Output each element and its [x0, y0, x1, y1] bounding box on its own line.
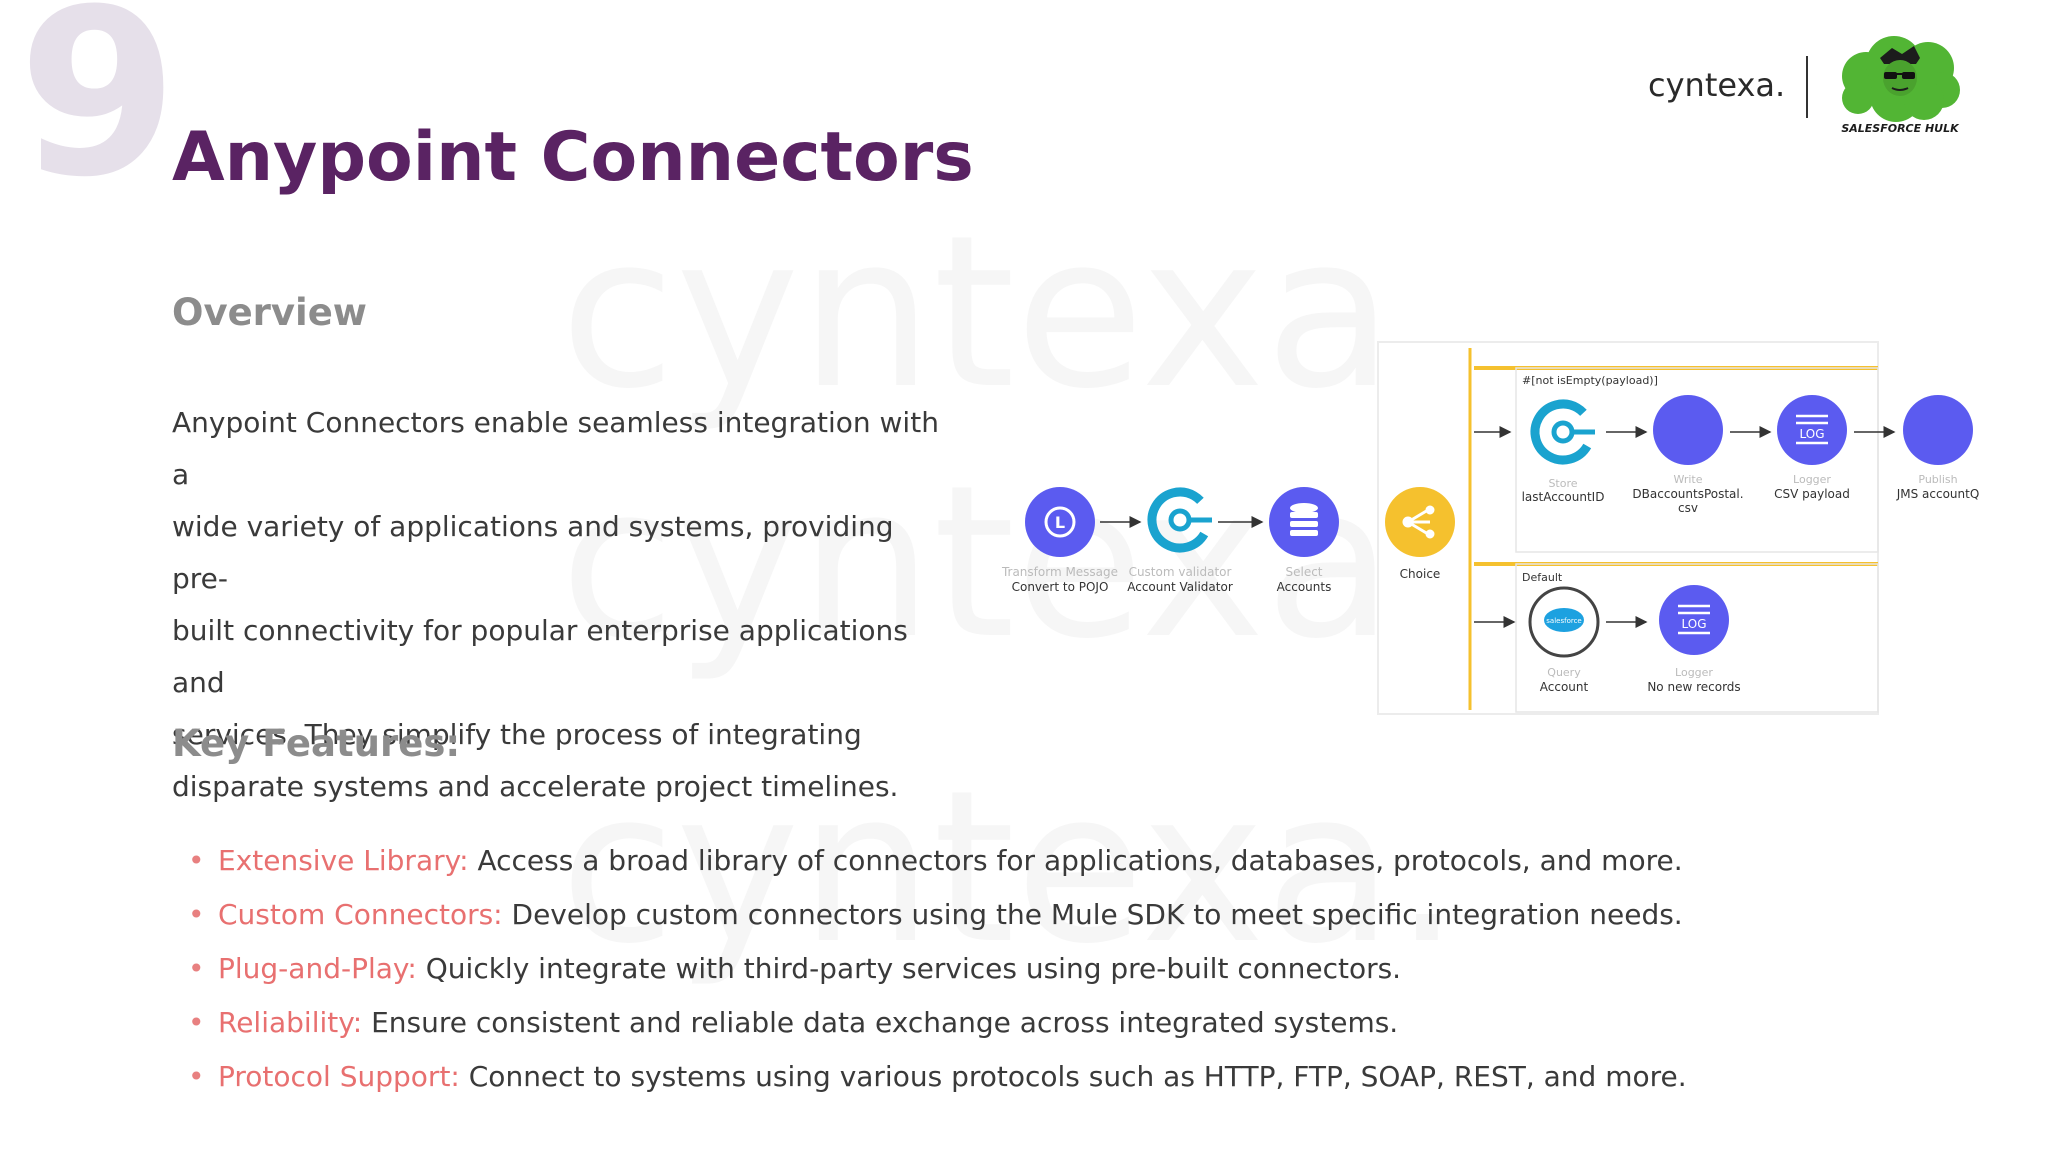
log-badge: LOG — [1799, 427, 1824, 441]
node-type: Transform Message — [1001, 565, 1118, 579]
file-icon — [1653, 395, 1723, 465]
validator-node[interactable]: Custom validator Account Validator — [1127, 482, 1233, 594]
brand-name: cyntexa. — [1648, 66, 1786, 104]
feature-item: • Extensive Library: Access a broad libra… — [188, 834, 1687, 888]
slide-number: 9 — [18, 0, 179, 228]
default-branch-box — [1515, 563, 1879, 713]
overview-line: Anypoint Connectors enable seamless inte… — [172, 406, 939, 491]
feature-text: Access a broad library of connectors for… — [468, 844, 1683, 877]
logger-csv-node[interactable]: LOG Logger CSV payload — [1774, 395, 1850, 501]
node-label: Account — [1540, 680, 1589, 694]
node-label: Choice — [1400, 567, 1441, 581]
feature-item: • Protocol Support: Connect to systems us… — [188, 1050, 1687, 1104]
node-type: Store — [1548, 477, 1577, 490]
select-node[interactable]: Select Accounts — [1269, 487, 1339, 594]
mule-flow-diagram: L Transform Message Convert to POJO Cust… — [1001, 341, 1980, 715]
bullet-icon: • — [188, 844, 205, 877]
node-type: Logger — [1793, 473, 1831, 486]
log-badge: LOG — [1681, 617, 1706, 631]
salesforce-badge: salesforce — [1546, 617, 1581, 625]
svg-text:L: L — [1055, 513, 1065, 532]
query-node[interactable]: salesforce Query Account — [1528, 586, 1600, 694]
node-type: Custom validator — [1129, 565, 1232, 579]
feature-item: • Custom Connectors: Develop custom conne… — [188, 888, 1687, 942]
store-node[interactable]: Store lastAccountID — [1522, 394, 1605, 504]
log-icon — [1678, 604, 1710, 635]
feature-term: Extensive Library: — [218, 844, 469, 877]
node-type: Publish — [1918, 473, 1957, 486]
overview-line: services. They simplify the process of i… — [172, 718, 862, 751]
feature-term: Plug-and-Play: — [218, 952, 417, 985]
validator-icon — [1147, 487, 1213, 553]
node-label: Account Validator — [1127, 580, 1233, 594]
publish-node[interactable]: Publish JMS accountQ — [1896, 395, 1980, 501]
when-branch-box — [1515, 367, 1879, 553]
queue-icon — [1903, 395, 1973, 465]
overview-line: disparate systems and accelerate project… — [172, 770, 899, 803]
validator-icon — [1530, 399, 1596, 465]
feature-term: Custom Connectors: — [218, 898, 503, 931]
salesforce-icon — [1544, 608, 1584, 632]
node-type: Write — [1673, 473, 1702, 486]
feature-text: Develop custom connectors using the Mule… — [502, 898, 1683, 931]
node-label: No new records — [1647, 680, 1740, 694]
node-type: Select — [1285, 565, 1322, 579]
key-features-heading: Key Features: — [172, 722, 461, 765]
overview-line: built connectivity for popular enterpris… — [172, 614, 908, 699]
feature-term: Reliability: — [218, 1006, 363, 1039]
node-type: Logger — [1675, 666, 1713, 679]
overview-line: wide variety of applications and systems… — [172, 510, 894, 595]
write-node[interactable]: Write DBaccountsPostal. csv — [1632, 395, 1744, 515]
bullet-icon: • — [188, 1060, 205, 1093]
overview-paragraph: Anypoint Connectors enable seamless inte… — [172, 397, 952, 813]
node-label: Convert to POJO — [1012, 580, 1109, 594]
database-icon — [1290, 503, 1318, 536]
node-label: csv — [1678, 501, 1698, 515]
node-label: JMS accountQ — [1896, 487, 1980, 501]
feature-item: • Reliability: Ensure consistent and reli… — [188, 996, 1687, 1050]
choice-icon — [1402, 505, 1435, 539]
logger-none-node[interactable]: LOG Logger No new records — [1647, 585, 1741, 694]
salesforce-hulk-logo: SALESFORCE HULK — [1841, 36, 1960, 135]
bullet-icon: • — [188, 1006, 205, 1039]
bullet-icon: • — [188, 898, 205, 931]
logo-text: SALESFORCE HULK — [1841, 122, 1960, 135]
node-type: Query — [1547, 666, 1581, 679]
branch-default-label: Default — [1522, 571, 1563, 584]
feature-text: Connect to systems using various protoco… — [459, 1060, 1687, 1093]
feature-item: • Plug-and-Play: Quickly integrate with t… — [188, 942, 1687, 996]
transform-icon — [1044, 506, 1076, 538]
overview-heading: Overview — [172, 291, 367, 334]
bullet-icon: • — [188, 952, 205, 985]
node-label: lastAccountID — [1522, 490, 1605, 504]
feature-term: Protocol Support: — [218, 1060, 460, 1093]
transform-node[interactable]: L Transform Message Convert to POJO — [1001, 487, 1118, 594]
log-icon — [1796, 414, 1828, 445]
choice-node[interactable]: Choice — [1385, 487, 1455, 581]
brand-divider — [1806, 56, 1808, 118]
page-title: Anypoint Connectors — [172, 118, 974, 197]
node-label: DBaccountsPostal. — [1632, 487, 1743, 501]
key-features-list: • Extensive Library: Access a broad libra… — [188, 834, 1687, 1104]
node-label: CSV payload — [1774, 487, 1850, 501]
feature-text: Ensure consistent and reliable data exch… — [362, 1006, 1399, 1039]
feature-text: Quickly integrate with third-party servi… — [416, 952, 1402, 985]
node-label: Accounts — [1277, 580, 1332, 594]
branch-condition: #[not isEmpty(payload)] — [1522, 374, 1658, 387]
